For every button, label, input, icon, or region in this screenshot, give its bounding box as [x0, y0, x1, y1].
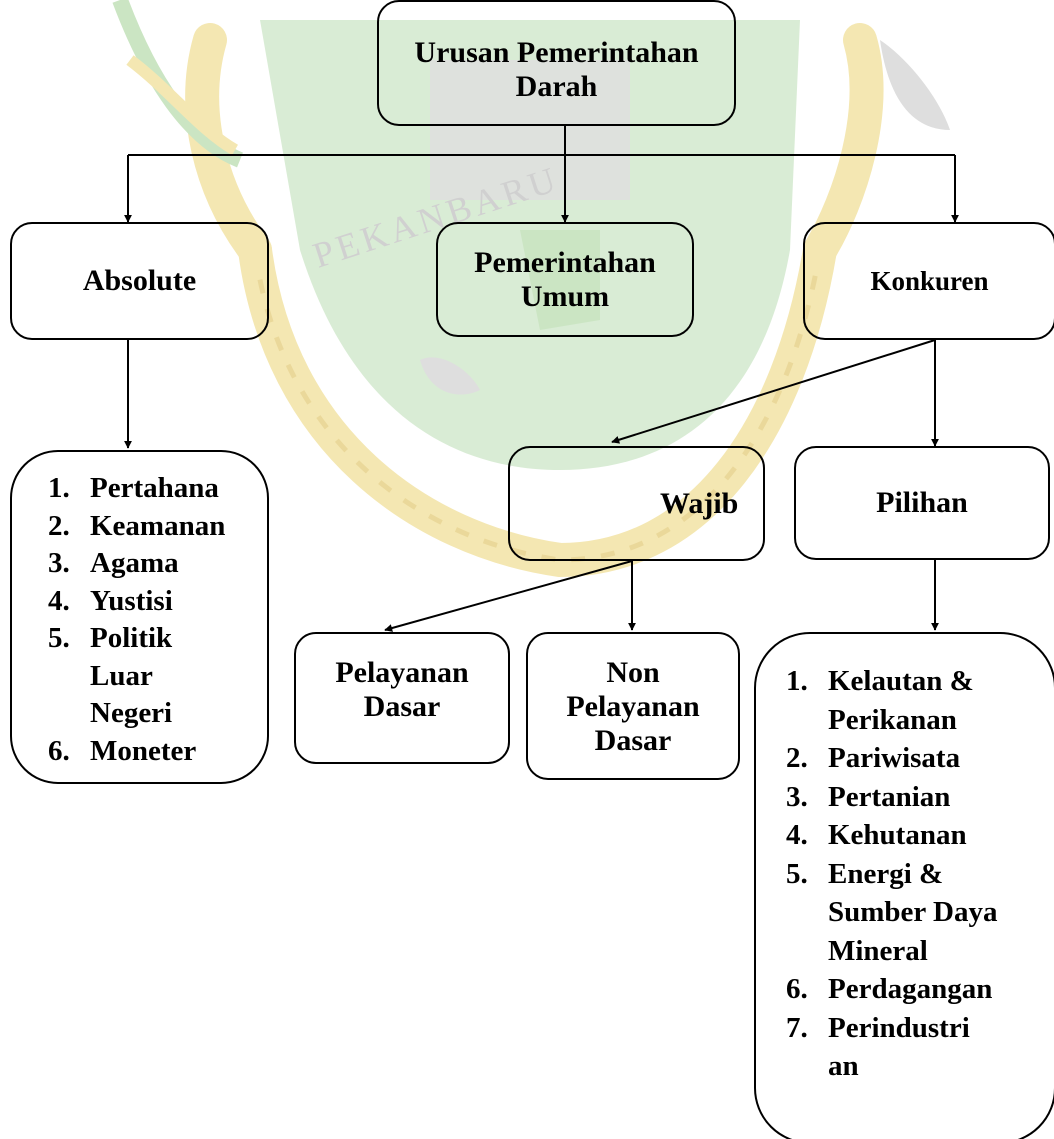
root-node: Urusan Pemerintahan Darah — [377, 0, 736, 126]
absolute-items-list: 1.Pertahana 2.Keamanan 3.Agama 4.Yustisi… — [48, 470, 225, 770]
konkuren-node: Konkuren — [803, 222, 1054, 340]
list-item: 1.Pertahana — [48, 472, 219, 504]
arrow-to-pelayanan-dasar — [384, 560, 633, 632]
list-item: 5.Politik Luar Negeri — [48, 622, 173, 729]
list-item: 2.Pariwisata — [786, 742, 961, 774]
pilihan-items-node: 1.Kelautan & Perikanan 2.Pariwisata 3.Pe… — [754, 632, 1054, 1139]
pemerintahan-umum-node: Pemerintahan Umum — [436, 222, 694, 337]
pilihan-node-label: Pilihan — [876, 486, 968, 519]
absolute-node: Absolute — [10, 222, 269, 340]
list-item: 6.Perdagangan — [786, 973, 993, 1005]
list-item: 5.Energi & Sumber Daya Mineral — [786, 857, 998, 967]
absolute-items-node: 1.Pertahana 2.Keamanan 3.Agama 4.Yustisi… — [10, 450, 269, 784]
root-node-label: Urusan Pemerintahan Darah — [414, 36, 699, 103]
pelayanan-dasar-node: Pelayanan Dasar — [294, 632, 510, 764]
absolute-node-label: Absolute — [82, 264, 197, 297]
list-item: 7.Perindustrian — [786, 1011, 970, 1083]
list-item: 3.Agama — [48, 547, 179, 579]
konkuren-node-label: Konkuren — [870, 266, 989, 296]
pilihan-items-list: 1.Kelautan & Perikanan 2.Pariwisata 3.Pe… — [786, 662, 998, 1086]
list-item: 3.Pertanian — [786, 780, 951, 813]
arrow-to-wajib — [611, 339, 936, 444]
list-item: 6.Moneter — [48, 734, 197, 767]
pilihan-node: Pilihan — [794, 446, 1050, 560]
wajib-node: Wajib — [508, 446, 765, 561]
seal-shield — [112, 0, 950, 470]
list-item: 1.Kelautan & Perikanan — [786, 665, 974, 736]
list-item: 2.Keamanan — [48, 509, 226, 542]
non-pelayanan-dasar-node: Non Pelayanan Dasar — [526, 632, 740, 780]
pemerintahan-umum-node-label: Pemerintahan Umum — [474, 245, 656, 313]
list-item: 4.Kehutanan — [786, 819, 967, 851]
wajib-node-label: Wajib — [660, 486, 739, 520]
pelayanan-dasar-node-label: Pelayanan Dasar — [335, 656, 469, 723]
non-pelayanan-dasar-node-label: Non Pelayanan Dasar — [566, 656, 700, 757]
list-item: 4.Yustisi — [48, 584, 173, 617]
